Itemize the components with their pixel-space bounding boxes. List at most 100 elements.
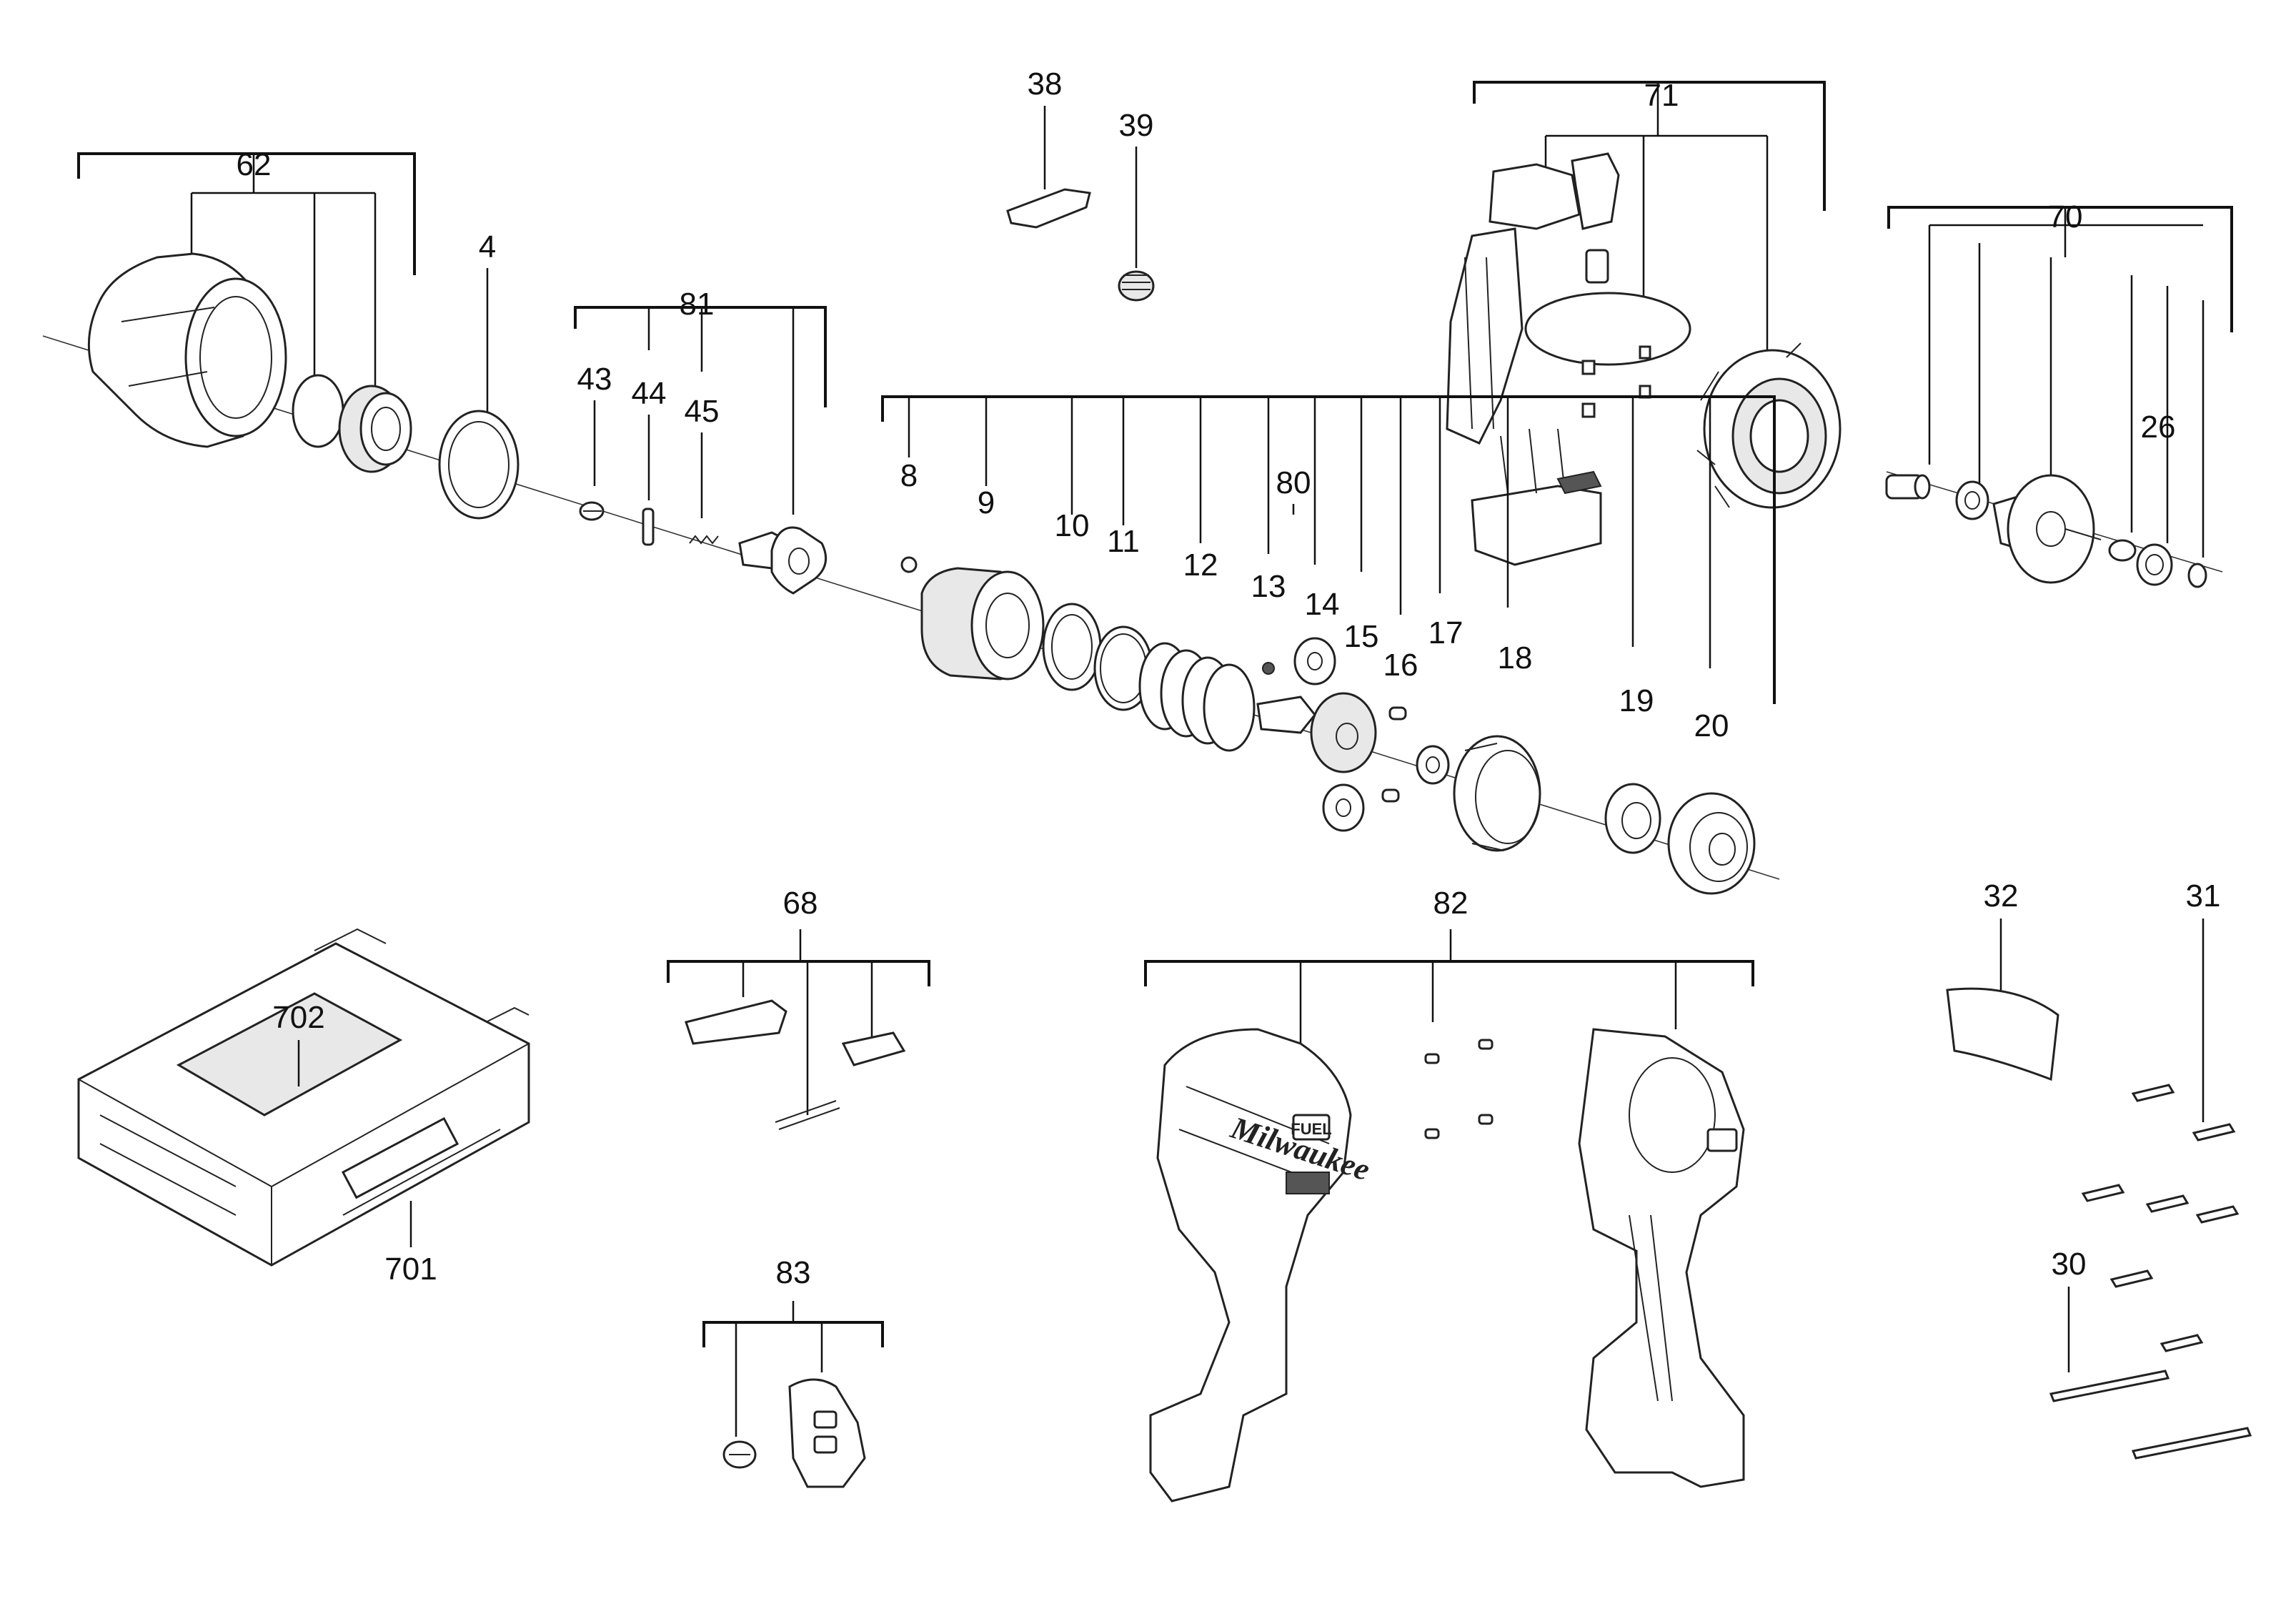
gear-case-cover (1667, 792, 1756, 895)
callout-group-70: 70 26 (1887, 199, 2233, 558)
callout-83: 83 (776, 1255, 811, 1290)
front-housing (87, 252, 287, 448)
callout-702: 702 (272, 1000, 324, 1035)
callout-group-82: 82 (1144, 886, 1754, 1051)
callout-43: 43 (577, 362, 612, 397)
bracket-71 (1473, 81, 1826, 211)
callout-14: 14 (1305, 587, 1340, 622)
callout-group-81: 81 43 44 45 (574, 287, 827, 518)
housing-screw-inserts (1424, 1039, 1494, 1139)
callout-82: 82 (1433, 886, 1468, 921)
clip-screw (722, 1440, 757, 1469)
anvil (738, 526, 828, 595)
leader-70 (1928, 207, 2205, 558)
callout-62: 62 (237, 147, 272, 182)
belt-clip (788, 1378, 866, 1488)
planet-gear-bottom (1322, 783, 1365, 832)
screw-43 (579, 501, 605, 521)
callout-16: 16 (1383, 648, 1418, 683)
callout-11: 11 (1107, 524, 1140, 559)
housing-left-half: Milwaukee FUEL (1149, 1028, 1374, 1502)
led-cover (841, 1031, 906, 1066)
rotor-spacer (2108, 539, 2137, 562)
callout-38: 38 (1028, 66, 1063, 102)
direction-switch (1006, 188, 1091, 229)
callout-80: 80 (1276, 465, 1311, 500)
stator (1696, 342, 1842, 509)
callout-15: 15 (1344, 619, 1379, 654)
trigger-switch-board (1446, 152, 1691, 566)
led-lens (685, 999, 787, 1045)
callout-18: 18 (1498, 640, 1533, 675)
spring-45 (689, 535, 719, 545)
stator-screws (1581, 345, 1651, 418)
callout-31: 31 (2186, 878, 2221, 914)
label-plate (1946, 987, 2059, 1081)
retaining-ring (292, 374, 344, 448)
callout-group-62: 62 (77, 147, 416, 397)
leaders-80 (908, 397, 1711, 668)
callout-10: 10 (1055, 508, 1090, 543)
snap-ring (2187, 563, 2207, 588)
callout-45: 45 (685, 394, 720, 429)
switch-spring (1118, 270, 1155, 302)
bracket-68 (667, 960, 930, 986)
fan-collet (1885, 474, 1931, 500)
leader-62 (190, 154, 377, 397)
pin-16-a (1388, 706, 1407, 721)
leader-71 (1544, 82, 1769, 372)
washer-17 (1416, 745, 1450, 785)
leader-82 (1299, 929, 1677, 1051)
callout-44: 44 (632, 376, 667, 411)
fuel-badge: FUEL (1291, 1120, 1331, 1138)
bracket-81 (574, 306, 827, 407)
bracket-83 (702, 1321, 884, 1347)
hammer (920, 567, 1045, 680)
leader-83 (735, 1301, 823, 1437)
callout-68: 68 (783, 886, 818, 921)
callout-4: 4 (479, 229, 496, 264)
housing-right-half (1578, 1028, 1745, 1488)
callout-13: 13 (1251, 569, 1286, 604)
callout-8: 8 (900, 458, 918, 493)
long-screw-a (2049, 1370, 2170, 1402)
callout-26: 26 (2141, 410, 2176, 445)
callout-19: 19 (1619, 683, 1654, 718)
callout-group-83: 83 (702, 1255, 884, 1437)
ball-race (1042, 603, 1102, 691)
rotor (1992, 474, 2102, 584)
hammer-spring (1138, 642, 1256, 752)
callout-group-80: 80 8 9 10 11 12 13 14 15 16 17 18 19 20 (881, 395, 1776, 743)
spindle (1256, 692, 1377, 773)
callout-12: 12 (1183, 548, 1218, 583)
callout-70: 70 (2048, 199, 2083, 234)
housing-screws (2081, 1084, 2240, 1352)
bracket-70 (1887, 206, 2233, 332)
small-ball-13 (1262, 662, 1275, 675)
callout-17: 17 (1428, 615, 1463, 650)
pin-44 (642, 508, 655, 546)
callout-30: 30 (2052, 1247, 2087, 1282)
bracket-82 (1144, 960, 1754, 986)
bearing-rear (2136, 543, 2173, 586)
ring-gear (1453, 735, 1541, 852)
steel-ball (900, 556, 918, 573)
led-board (775, 1100, 840, 1130)
pin-16-b (1381, 788, 1400, 803)
bushing (338, 385, 412, 473)
callout-81: 81 (680, 287, 715, 322)
callout-group-68: 68 (667, 886, 930, 1115)
bearing-19 (1604, 783, 1661, 854)
callout-701: 701 (384, 1252, 437, 1287)
o-ring (438, 410, 520, 520)
callout-32: 32 (1984, 878, 2019, 914)
planet-gear-top (1293, 637, 1336, 685)
long-screw-b (2131, 1427, 2252, 1460)
carrying-case (77, 928, 530, 1267)
callout-39: 39 (1119, 108, 1154, 143)
callout-9: 9 (978, 485, 995, 520)
bracket-80 (881, 395, 1776, 704)
bearing-front (1955, 480, 1989, 520)
callout-group-71: 71 (1473, 78, 1826, 372)
